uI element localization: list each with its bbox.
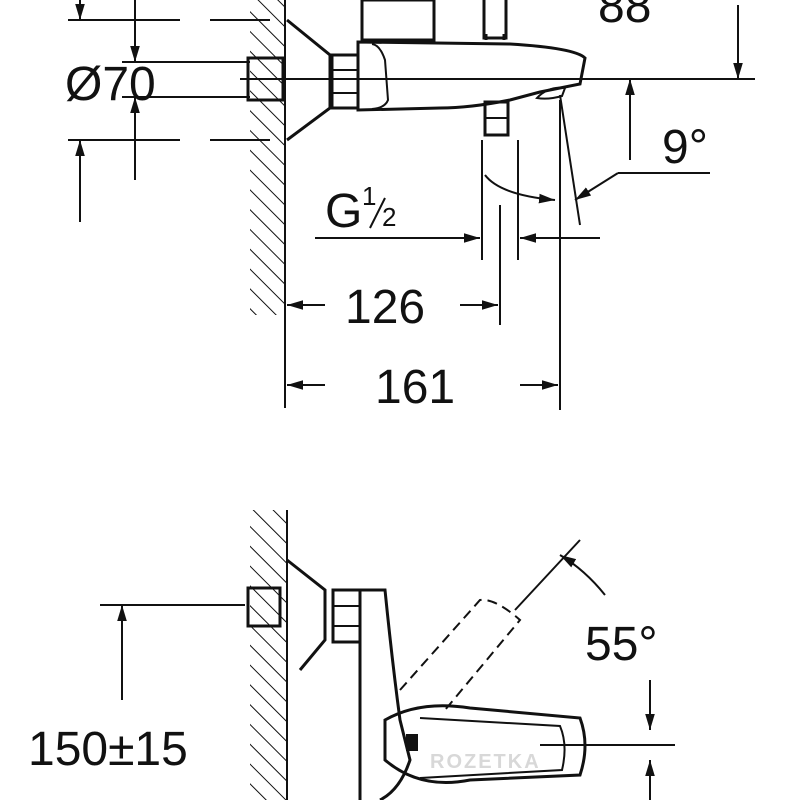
- lever-rotated-ghost: [399, 598, 522, 711]
- wall-flange: [286, 18, 332, 142]
- dim-thread-num: 1: [362, 181, 376, 211]
- dim-outlet-distance: 126: [345, 281, 425, 334]
- handle-cap: [360, 0, 436, 42]
- dim-center-distance: 150±15: [28, 723, 188, 776]
- handle-marker: [406, 734, 418, 751]
- wall-hatch: [250, 0, 285, 315]
- dim-thread-den: 2: [382, 202, 396, 232]
- faucet-body: [358, 588, 412, 800]
- pipe-stub: [246, 586, 282, 628]
- dim-angle-spout: 9°: [662, 121, 708, 174]
- side-view: [100, 510, 675, 800]
- aerator: [535, 86, 567, 100]
- watermark: ROZETKA: [430, 751, 541, 773]
- dim-spout-projection: 161: [375, 361, 455, 414]
- faucet-body: [356, 40, 587, 112]
- diverter-knob: [482, 0, 508, 40]
- nut: [331, 588, 362, 644]
- dim-height: 88: [598, 0, 651, 33]
- nut: [330, 53, 360, 110]
- lever-handle: [383, 704, 587, 784]
- dim-handle-angle: 55°: [585, 618, 658, 671]
- top-view: [68, 0, 755, 410]
- wall-hatch: [250, 510, 287, 800]
- wall-flange: [286, 558, 327, 671]
- dim-flange-diameter: Ø70: [65, 58, 156, 111]
- fraction-slash: [369, 197, 386, 229]
- dim-thread-g: G: [325, 185, 362, 238]
